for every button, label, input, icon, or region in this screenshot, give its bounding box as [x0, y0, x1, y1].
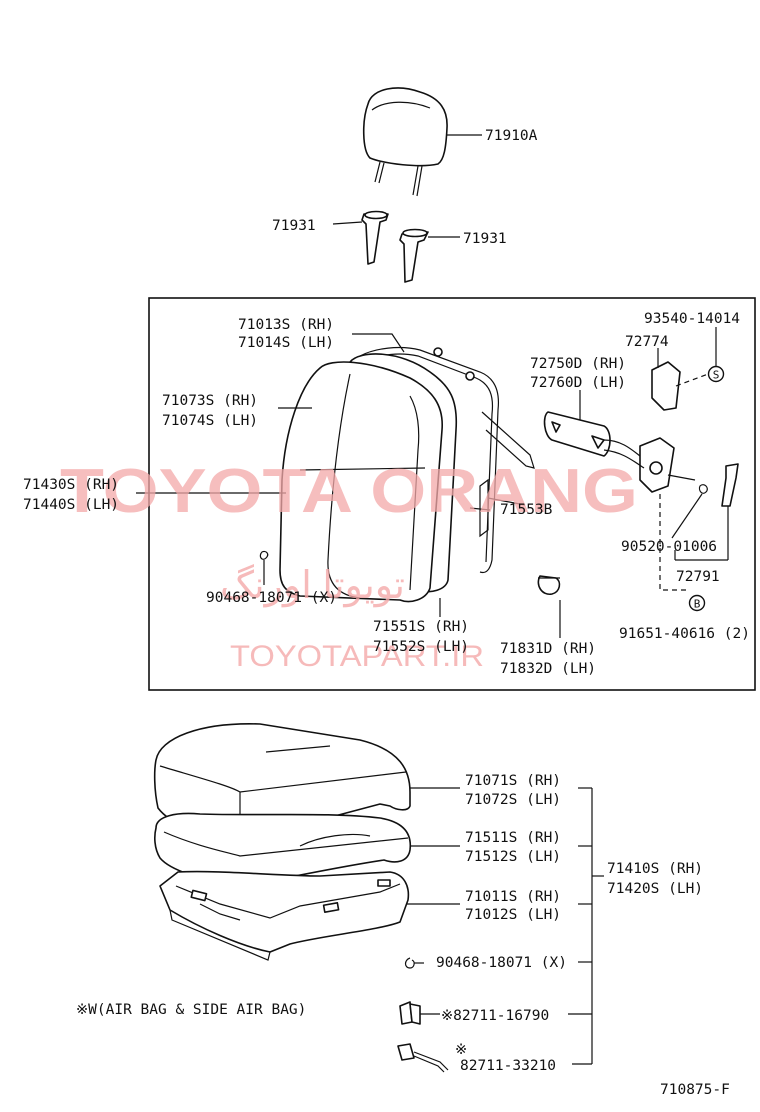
label-cush-frame-rh: 71011S (RH): [465, 889, 561, 905]
label-clip-cush: 90468-18071 (X): [436, 955, 567, 971]
label-back-assy-rh: 71430S (RH): [23, 477, 119, 493]
label-bolt-93540: 93540-14014: [644, 311, 740, 327]
label-hook-lh: 71832D (LH): [500, 661, 596, 677]
label-cover-lh: 72760D (LH): [530, 375, 626, 391]
hook-part: [537, 575, 561, 595]
label-bracket-72774: 72774: [625, 334, 669, 350]
part-labels: 71910A 71931 71931 71013S (RH) 71014S (L…: [23, 128, 750, 1098]
label-headrest: 71910A: [485, 128, 538, 144]
label-back-assy-lh: 71440S (LH): [23, 497, 119, 513]
clip-part-back: [259, 550, 269, 585]
clip-part-cushion: [404, 957, 424, 969]
label-cush-assy-rh: 71410S (RH): [607, 861, 703, 877]
recliner-cover: [543, 390, 611, 457]
label-frame-rh: 71013S (RH): [238, 317, 334, 333]
seatback-spring: [469, 478, 526, 538]
watermark-main: TOYOTA ORANG: [60, 457, 638, 526]
label-connector-1: ※82711-16790: [441, 1008, 549, 1024]
label-hook-rh: 71831D (RH): [500, 641, 596, 657]
seatback-cover: [279, 361, 443, 603]
marker-b: B: [688, 594, 706, 612]
label-connector-2: 82711-33210: [460, 1058, 556, 1074]
label-cush-frame-lh: 71012S (LH): [465, 907, 561, 923]
seatback-group-box: [148, 297, 756, 691]
label-spring: 71553B: [500, 502, 553, 518]
figure-id: 710875-F: [660, 1082, 730, 1098]
marker-s: S: [707, 327, 725, 383]
watermark-site: TOYOTAPART.IR: [230, 640, 484, 673]
headrest-support-right: [399, 228, 460, 283]
label-clip-back: 90468-18071 (X): [206, 590, 337, 606]
label-support-right: 71931: [463, 231, 507, 247]
connector-part-1: [399, 1001, 440, 1025]
watermark: TOYOTA ORANG تويوتا اورنگ TOYOTAPART.IR: [60, 457, 638, 673]
cushion-pad: [154, 812, 412, 887]
label-frame-lh: 71014S (LH): [238, 335, 334, 351]
label-screw-91651: 91651-40616 (2): [619, 626, 750, 642]
lever-part: [659, 463, 739, 591]
label-cush-cover-lh: 71072S (LH): [465, 792, 561, 808]
label-support-left: 71931: [272, 218, 316, 234]
label-connector-2-mark: ※: [455, 1042, 467, 1058]
label-cush-pad-lh: 71512S (LH): [465, 849, 561, 865]
label-pad-lh: 71552S (LH): [373, 639, 469, 655]
recliner-mechanism: [603, 437, 696, 493]
label-lever-72791: 72791: [676, 569, 720, 585]
connector-part-2: [397, 1043, 449, 1073]
headrest-part: [362, 87, 482, 197]
label-cush-pad-rh: 71511S (RH): [465, 830, 561, 846]
watermark-arabic: تويوتا اورنگ: [220, 564, 405, 608]
leaders-cushion: [406, 787, 604, 1065]
marker-b-label: B: [694, 598, 701, 611]
headrest-support-left: [332, 210, 389, 265]
label-back-cover-lh: 71074S (LH): [162, 413, 258, 429]
marker-s-label: S: [713, 369, 720, 382]
label-cush-assy-lh: 71420S (LH): [607, 881, 703, 897]
leaders-back: [136, 333, 659, 638]
label-back-cover-rh: 71073S (RH): [162, 393, 258, 409]
label-cover-rh: 72750D (RH): [530, 356, 626, 372]
label-cush-cover-rh: 71071S (RH): [465, 773, 561, 789]
cushion-frame: [159, 870, 410, 961]
label-pad-rh: 71551S (RH): [373, 619, 469, 635]
label-pin-90520: 90520-01006: [621, 539, 717, 555]
bracket-part: [651, 361, 709, 411]
note-airbag: ※W(AIR BAG & SIDE AIR BAG): [76, 1002, 306, 1018]
